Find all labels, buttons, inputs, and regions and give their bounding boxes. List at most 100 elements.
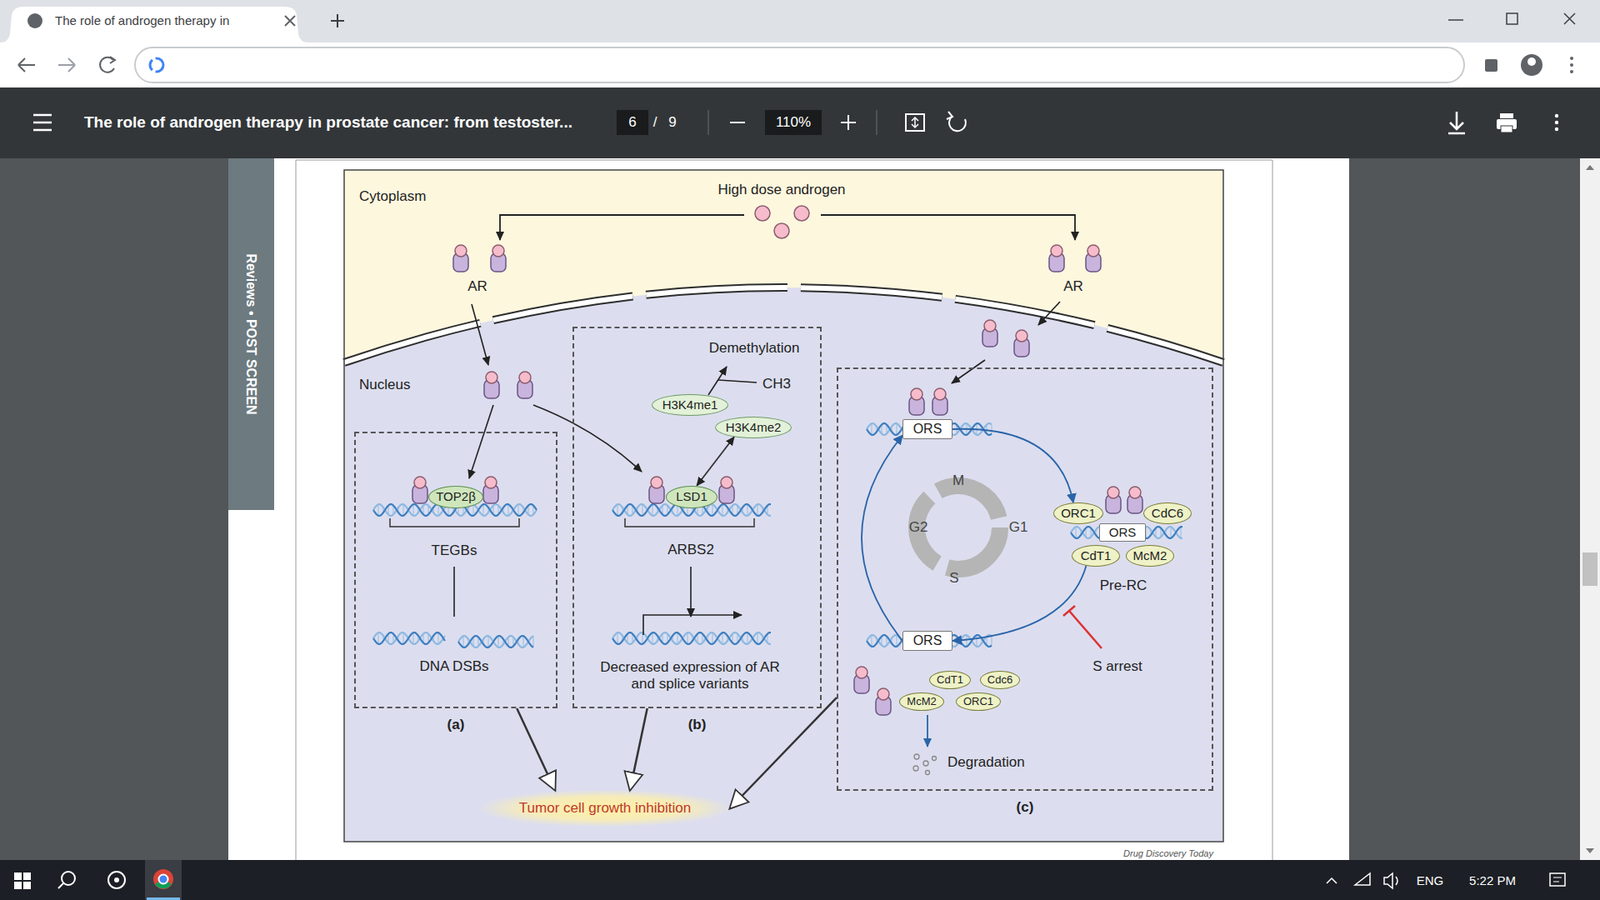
browser-chrome-part: [1448, 111, 1465, 134]
cell-illustration-part: [1085, 245, 1101, 272]
taskbar-part: [0, 860, 1600, 900]
diagram-label: Nucleus: [359, 376, 410, 394]
taskbar-part: [23, 872, 31, 880]
taskbar: [0, 860, 1600, 900]
diagram-label: Degradation: [947, 754, 1025, 771]
taskbar-part: [159, 875, 169, 885]
diagram-label: AR: [1063, 278, 1084, 295]
node-text: McM2: [906, 695, 936, 708]
dna-strand: [612, 632, 771, 645]
node-text: H3K4me1: [662, 398, 719, 413]
browser-chrome-part: [0, 6, 309, 43]
cell-illustration-part: [932, 388, 948, 415]
cell-illustration-part: [344, 287, 1224, 363]
browser-chrome-part: [949, 116, 966, 131]
origin-box: ORS: [902, 630, 953, 651]
taskbar-part: [14, 881, 22, 890]
dashed-panel: (a)TOP2β: [354, 431, 558, 709]
browser-chrome-part: [1527, 57, 1536, 66]
taskbar-part: [146, 897, 180, 900]
browser-chrome-part: [1500, 113, 1514, 119]
cell-illustration-part: [755, 205, 770, 221]
cell-illustration-part: [1063, 605, 1102, 649]
cell-illustration-part: [643, 615, 742, 635]
node-text: ORS: [1109, 525, 1137, 540]
node-text: Tumor cell growth inhibition: [519, 800, 691, 817]
cell-illustration-part: [517, 371, 533, 399]
cell-illustration-part: [490, 245, 506, 272]
cell-illustration-part: [913, 754, 937, 775]
ui-text: The role of androgen therapy in: [55, 13, 230, 28]
dna-strand: [373, 632, 445, 645]
dna-strand: [458, 635, 534, 648]
cell-illustration: [344, 170, 1224, 842]
diagram-label: High dose androgen: [717, 181, 845, 199]
diagram-label: M: [952, 472, 965, 490]
cell-illustration-part: [1127, 486, 1143, 514]
browser-chrome-part: [58, 58, 75, 72]
dna-strand: [373, 632, 445, 645]
cell-illustration-part: [412, 476, 428, 504]
cell-illustration-part-part: [923, 760, 929, 766]
cell-illustration-part: [649, 476, 665, 504]
taskbar-part: [145, 860, 182, 900]
cell-illustration-part: [344, 170, 1224, 842]
cell-illustration-part: [951, 360, 985, 384]
ui-text: The role of androgen therapy in prostate…: [84, 113, 573, 132]
diagram-label: S arrest: [1092, 658, 1143, 675]
node-text: CdT1: [936, 674, 964, 686]
panel-caption: (b): [688, 716, 707, 734]
dna-strand: [612, 632, 771, 645]
ui-text: /: [653, 114, 658, 131]
cell-illustration-part: [483, 476, 499, 504]
protein-oval: McM2: [899, 692, 944, 711]
origin-box: ORS: [902, 419, 953, 440]
browser-chrome-part: [730, 121, 745, 124]
browser-chrome-part: [905, 114, 925, 131]
cell-illustration-part-part: [913, 765, 919, 771]
protein-oval: CdT1: [929, 670, 971, 690]
browser-chrome-part: [1555, 120, 1559, 125]
taskbar-part: [108, 871, 125, 889]
browser-chrome-part: [1448, 19, 1464, 21]
protein-oval: LSD1: [665, 485, 718, 509]
pdf-page-part: [228, 158, 1350, 860]
node-text: H3K4me2: [725, 420, 782, 435]
cell-illustration-part: [1038, 301, 1060, 325]
cell-illustration-part: [909, 388, 925, 415]
cell-illustration-part-part: [932, 756, 937, 761]
protein-oval: ORC1: [955, 692, 1001, 711]
cell-illustration-part: [344, 170, 1224, 842]
cell-illustration-part: [453, 245, 469, 272]
browser-chrome-part: [1485, 59, 1498, 72]
diagram-label: AR: [467, 278, 488, 295]
cell-illustration-part: [1049, 245, 1065, 272]
pdf-page-part: [228, 158, 275, 510]
browser-chrome-part: [0, 0, 1600, 43]
browser-chrome-part: [1555, 127, 1559, 131]
cell-illustration-part: [344, 287, 1224, 842]
browser-chrome-part: [840, 115, 856, 130]
connector: [952, 565, 1086, 641]
cell-illustration-part: [982, 320, 998, 347]
browser-chrome-part: [876, 110, 878, 135]
browser-chrome-part: [1570, 56, 1574, 60]
browser-chrome-part: [1500, 125, 1513, 133]
browser-chrome-part: [110, 56, 115, 64]
panel-caption: (c): [1016, 799, 1035, 816]
taskbar-text: 5:22 PM: [1469, 873, 1516, 888]
protein-oval: CdT1: [1071, 545, 1120, 567]
node-text: ORS: [913, 633, 943, 649]
node-text: CdC6: [1151, 506, 1184, 521]
connector: [630, 708, 648, 790]
cell-illustration-part: [344, 287, 1224, 363]
panel-caption: (a): [447, 716, 465, 734]
taskbar-part: [58, 883, 64, 889]
taskbar-part: [61, 871, 75, 885]
connector: [730, 697, 837, 809]
cell-illustration-part: [820, 215, 1075, 240]
cell-illustration-part: [926, 715, 929, 747]
connector: [861, 435, 903, 641]
